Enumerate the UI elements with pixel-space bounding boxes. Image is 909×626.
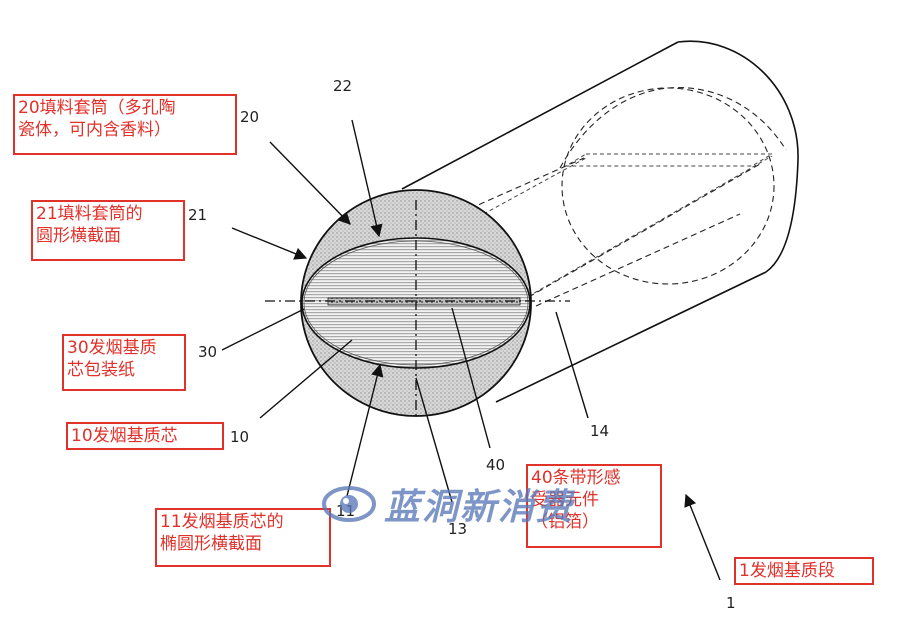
number-21: 21 — [188, 206, 208, 224]
far-strip — [329, 153, 774, 301]
label-core-cross-section: 11发烟基质芯的 椭圆形横截面 — [155, 508, 331, 567]
cylinder-body — [401, 40, 799, 403]
watermark: 蓝洞新消费 — [322, 478, 574, 530]
number-20: 20 — [240, 108, 260, 126]
label-susceptor: 40条带形感 受器元件 （铝箔） — [526, 464, 662, 548]
hidden-lines — [414, 87, 787, 307]
label-filler-sleeve: 20填料套筒（多孔陶 瓷体，可内含香料） — [13, 94, 237, 155]
label-core: 10发烟基质芯 — [66, 422, 224, 450]
globe-logo-icon — [322, 486, 376, 522]
label-sleeve-cross-section: 21填料套筒的 圆形横截面 — [31, 200, 185, 261]
number-40: 40 — [486, 456, 506, 474]
center-lines — [265, 200, 570, 418]
number-22: 22 — [333, 77, 353, 95]
label-core-wrapper: 30发烟基质 芯包装纸 — [62, 334, 186, 391]
number-10: 10 — [230, 428, 250, 446]
number-30: 30 — [198, 343, 218, 361]
number-14: 14 — [590, 422, 610, 440]
number-13: 13 — [448, 520, 468, 538]
leader-lines — [221, 119, 721, 581]
label-segment: 1发烟基质段 — [734, 557, 874, 585]
number-1: 1 — [726, 594, 736, 612]
watermark-text: 蓝洞新消费 — [384, 487, 575, 528]
